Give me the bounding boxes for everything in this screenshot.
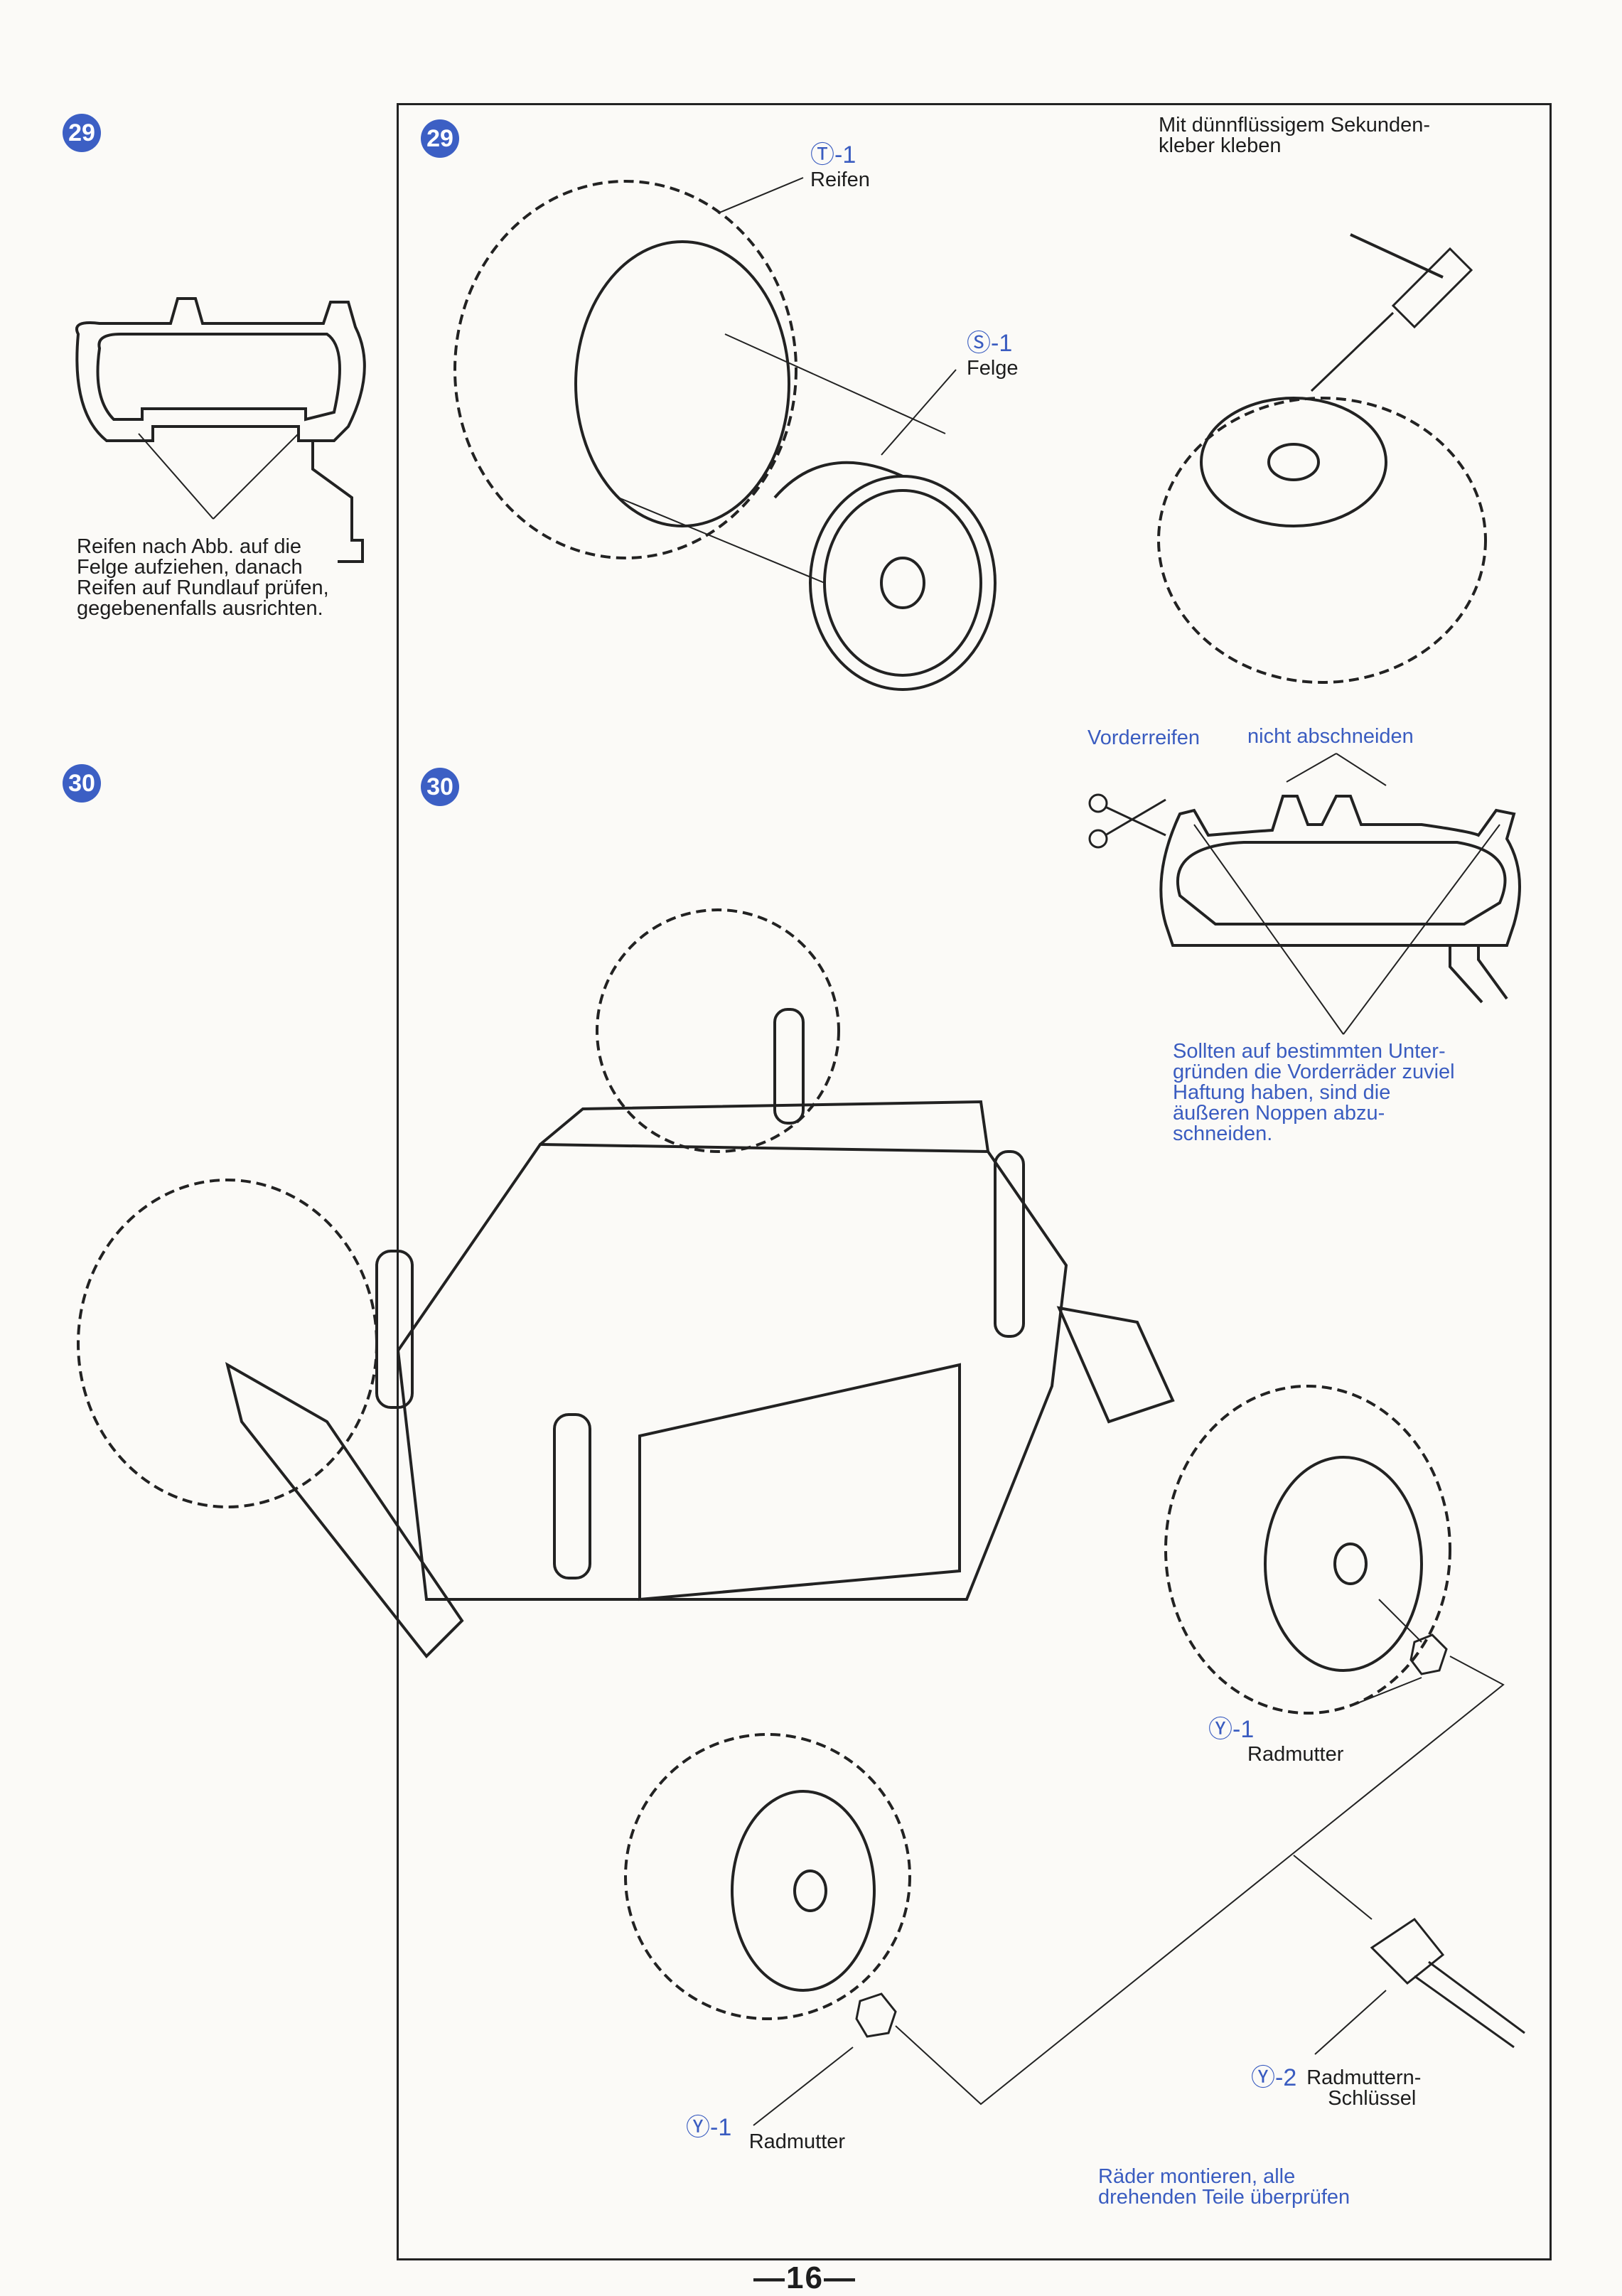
tire-mount-note: Reifen nach Abb. auf die Felge aufziehen… [77, 537, 329, 619]
part-code: Ⓨ-1 [1208, 1716, 1255, 1743]
note-line: gegebenenfalls ausrichten. [77, 597, 323, 620]
tire-cross-section-diagram [75, 297, 366, 563]
part-code: Ⓢ-1 [967, 330, 1013, 357]
note-line: kleber kleben [1159, 134, 1282, 157]
callout-lines [753, 1599, 1505, 2126]
note-line: drehenden Teile überprüfen [1098, 2186, 1350, 2209]
step-number-29-margin: 29 [63, 114, 101, 152]
note-line: äußeren Noppen abzu- [1173, 1102, 1385, 1125]
tire-illustration [453, 177, 946, 584]
tire-part-label: Ⓣ-1 Reifen [810, 135, 870, 191]
part-code: Ⓣ-1 [810, 141, 856, 168]
note-line: Sollten auf bestimmten Unter- [1173, 1040, 1446, 1063]
do-not-cut-label: nicht abschneiden [1247, 725, 1414, 748]
part-name: Reifen [810, 168, 870, 191]
note-line: Haftung haben, sind die [1173, 1081, 1391, 1104]
rim-illustration [773, 369, 997, 691]
rim-part-label: Ⓢ-1 Felge [967, 323, 1019, 379]
note-line: Reifen auf Rundlauf prüfen, [77, 576, 329, 599]
note-line: Räder montieren, alle [1098, 2165, 1296, 2188]
part-name: Schlüssel [1328, 2087, 1417, 2110]
wrench-part-label: Ⓨ-2 Radmuttern- Schlüssel [1251, 2058, 1421, 2109]
part-code: Ⓨ-2 [1251, 2064, 1297, 2091]
wheel-nut-icon [855, 1634, 1448, 2038]
step-number-30: 30 [421, 768, 459, 806]
note-line: Mit dünnflüssigem Sekunden- [1159, 114, 1431, 136]
step-number-30-margin: 30 [63, 764, 101, 803]
nut-part-label-right: Ⓨ-1 Radmutter [1208, 1710, 1343, 1765]
wrench-icon [1370, 1917, 1525, 2049]
nut-part-label-left: Ⓨ-1 Radmutter [686, 2108, 845, 2152]
part-name: Radmutter [1247, 1743, 1344, 1766]
note-line: gründen die Vorderräder zuviel [1173, 1061, 1455, 1083]
page-number: —16— [753, 2260, 856, 2295]
wheel-front-left [624, 1733, 911, 2020]
part-code: Ⓨ-1 [686, 2114, 732, 2141]
glue-note: Mit dünnflüssigem Sekunden- kleber klebe… [1159, 115, 1430, 156]
scissors-icon [1088, 793, 1166, 849]
glued-wheel-illustration [1157, 233, 1487, 684]
mount-note: Räder montieren, alle drehenden Teile üb… [1098, 2167, 1350, 2208]
front-tire-label: Vorderreifen [1087, 726, 1200, 749]
part-name: Radmuttern- [1306, 2066, 1422, 2089]
note-line: Reifen nach Abb. auf die [77, 535, 302, 558]
front-tire-cross-section [1159, 753, 1521, 1035]
part-name: Radmutter [748, 2130, 846, 2153]
note-line: Felge aufziehen, danach [77, 556, 303, 579]
chassis-illustration [225, 1008, 1175, 1659]
step-frame [397, 103, 1552, 2260]
wheel-rear-right [596, 908, 840, 1153]
step-number-29: 29 [421, 119, 459, 158]
wheel-rear-left [77, 1179, 378, 1508]
trim-note: Sollten auf bestimmten Unter- gründen di… [1173, 1041, 1455, 1144]
part-name: Felge [967, 357, 1019, 380]
note-line: schneiden. [1173, 1122, 1273, 1145]
wheel-front-right [1164, 1385, 1451, 1715]
